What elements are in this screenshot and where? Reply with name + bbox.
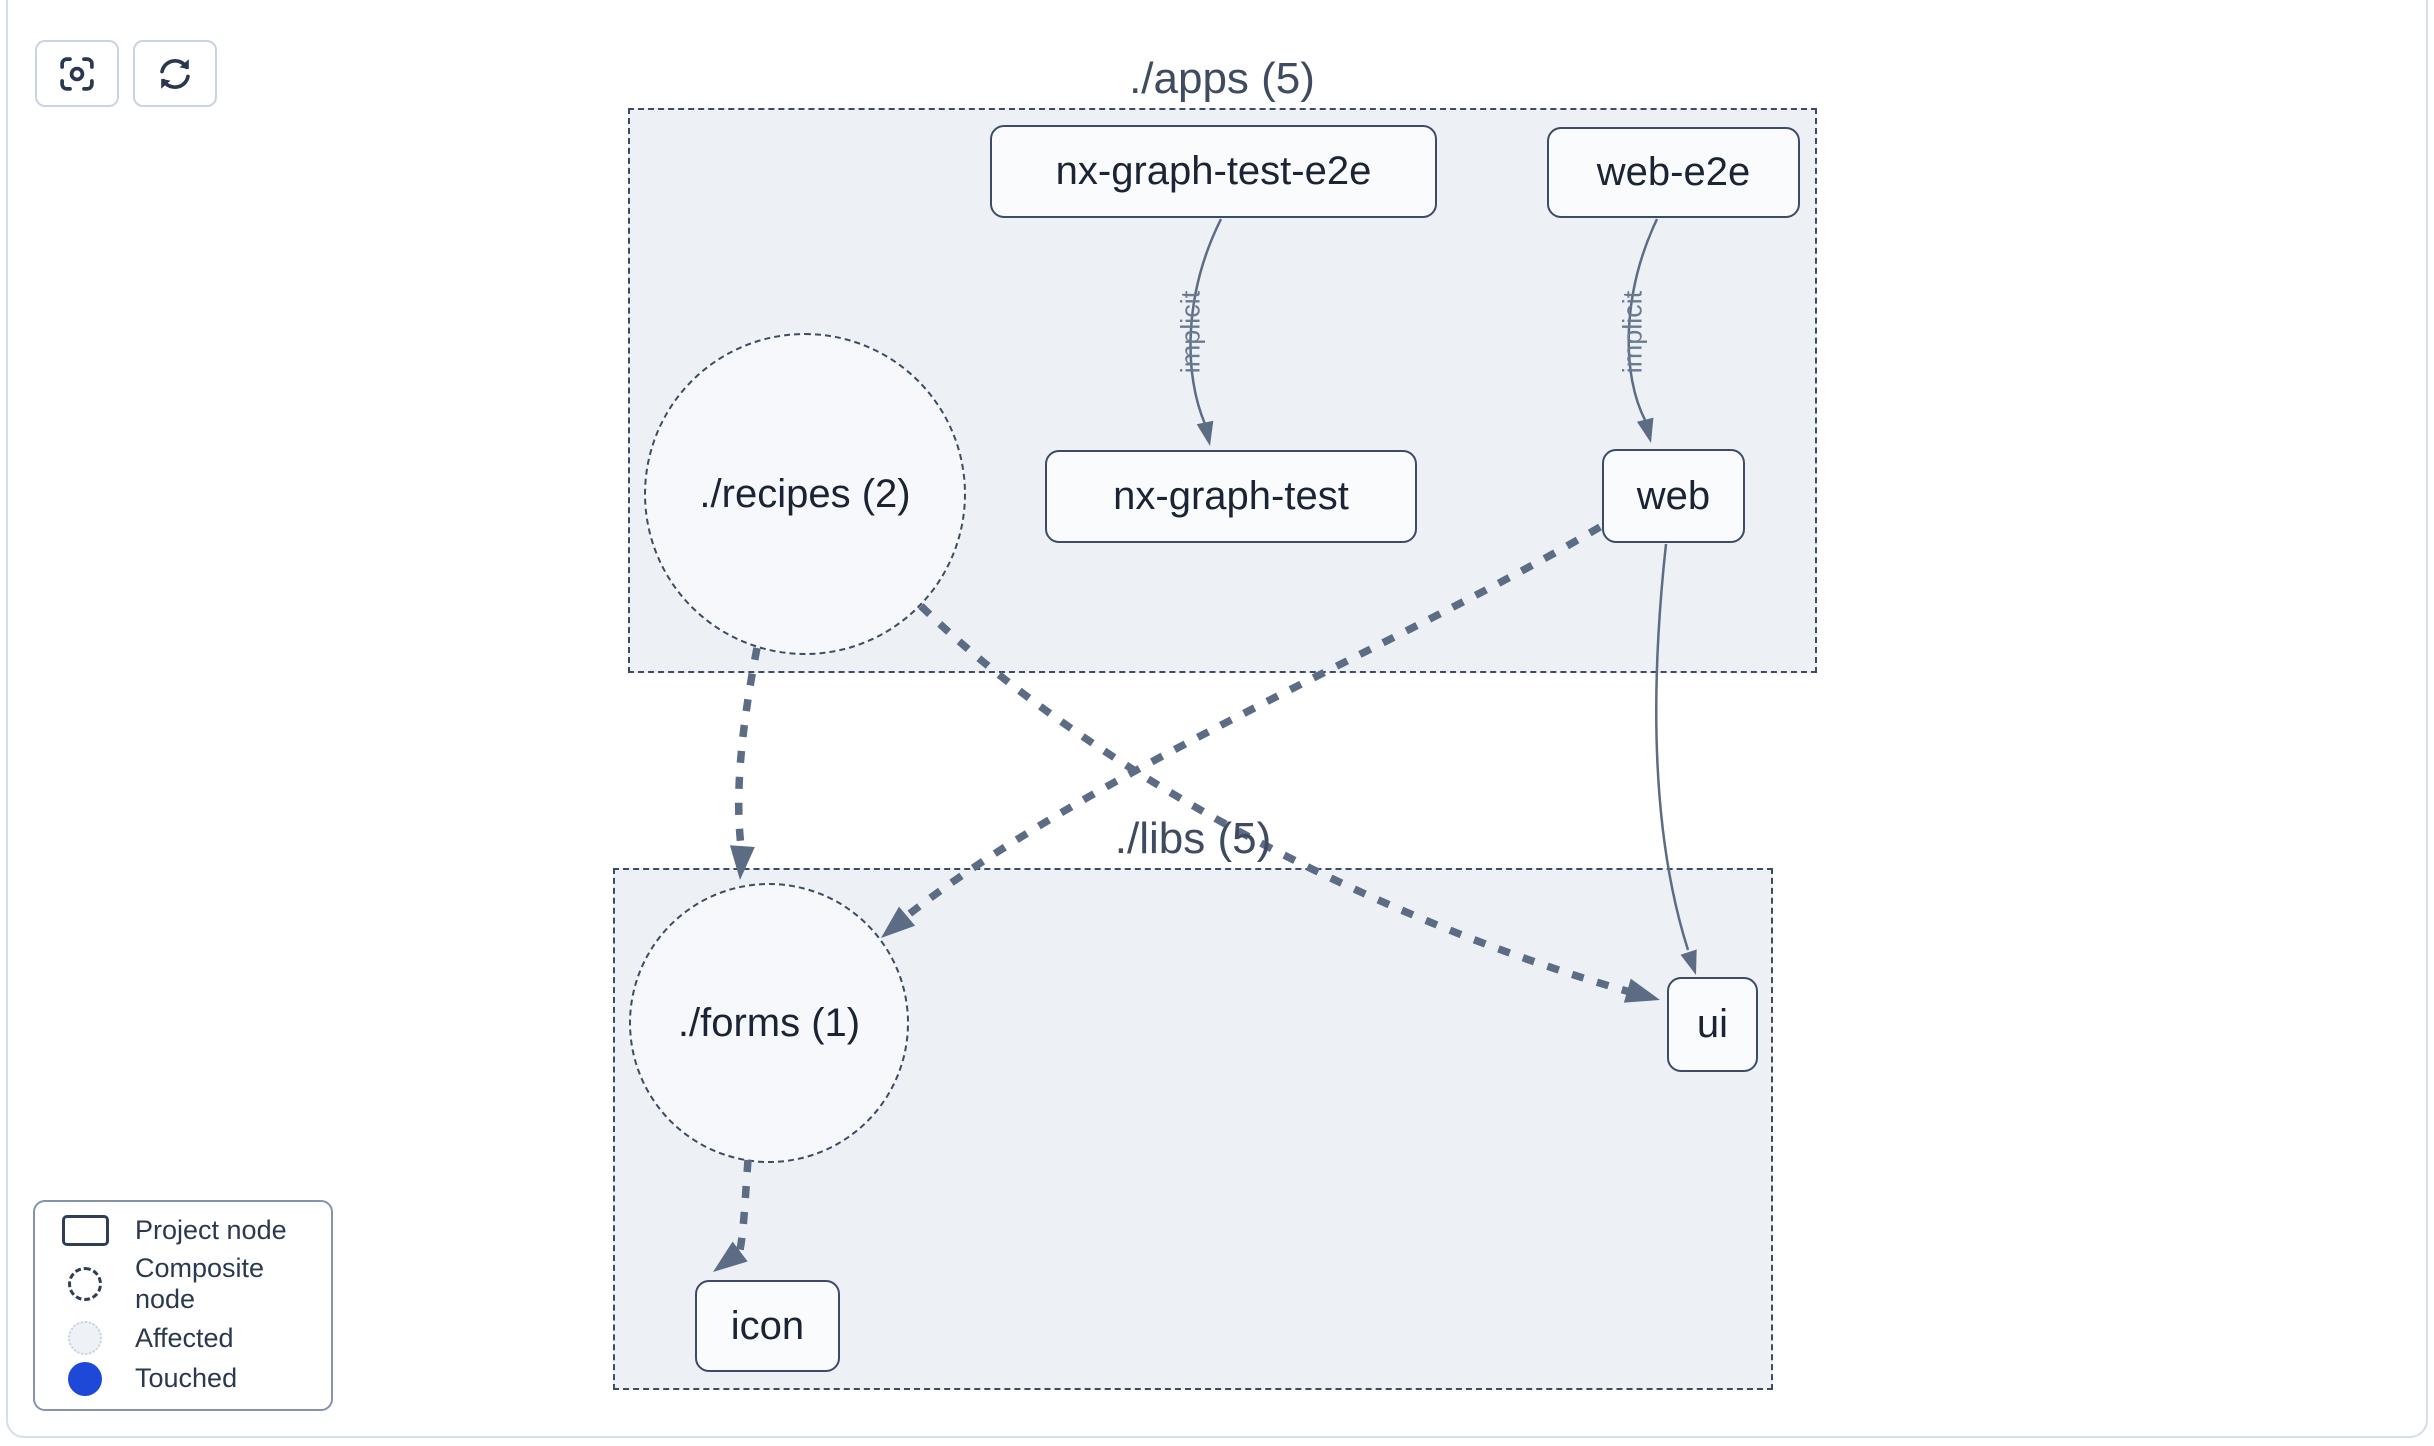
cluster-apps-title: ./apps (5) — [1129, 54, 1315, 103]
focus-center-icon — [60, 56, 94, 91]
edge-web-e2e-to-web — [1627, 218, 1659, 421]
edge-web-to-ui — [1655, 543, 1690, 951]
legend-label-project-node: Project node — [135, 1215, 287, 1246]
arrowhead-forms-right — [881, 906, 916, 938]
project-node-ui-label: ui — [1696, 1002, 1729, 1046]
legend-item-affected: Affected — [35, 1321, 331, 1356]
edge-label-implicit-nx-graph-test: implicit — [1175, 290, 1206, 374]
arrowhead-web — [1636, 417, 1654, 443]
arrowhead-icon — [713, 1241, 748, 1272]
touched-swatch-icon — [68, 1361, 102, 1396]
refresh-icon — [160, 58, 190, 89]
legend-item-touched: Touched — [35, 1361, 331, 1396]
edge-web-to-forms — [905, 523, 1602, 918]
arrowhead-nx-graph-test — [1196, 420, 1214, 446]
project-node-nx-graph-test-e2e-label: nx-graph-test-e2e — [1055, 149, 1372, 193]
legend-item-composite-node: Composite node — [35, 1253, 331, 1315]
project-node-nx-graph-test-label: nx-graph-test — [1113, 474, 1349, 518]
edge-recipes-to-forms — [734, 647, 761, 847]
project-node-ui[interactable]: ui — [1667, 977, 1758, 1072]
arrowhead-ui-thick — [1623, 978, 1660, 1003]
project-node-web-e2e-label: web-e2e — [1596, 150, 1751, 194]
refresh-button[interactable] — [133, 40, 217, 107]
project-node-web-e2e[interactable]: web-e2e — [1547, 127, 1800, 218]
legend-label-affected: Affected — [135, 1322, 234, 1353]
edge-forms-to-icon — [736, 1159, 752, 1251]
project-node-nx-graph-test-e2e[interactable]: nx-graph-test-e2e — [990, 125, 1437, 218]
project-node-icon[interactable]: icon — [695, 1280, 840, 1372]
arrowhead-forms-top — [729, 845, 755, 880]
composite-node-forms-label: ./forms (1) — [677, 1000, 861, 1045]
project-node-nx-graph-test[interactable]: nx-graph-test — [1045, 450, 1417, 543]
composite-node-swatch-icon — [68, 1266, 102, 1301]
project-node-icon-label: icon — [730, 1303, 805, 1348]
edge-nx-graph-test-e2e-to-nx-graph-test — [1189, 218, 1223, 425]
legend-panel: Project node Composite node Affected Tou… — [33, 1200, 333, 1411]
arrowhead-ui-thin — [1680, 949, 1697, 975]
composite-node-recipes[interactable]: ./recipes (2) — [644, 333, 966, 655]
project-node-web[interactable]: web — [1602, 449, 1745, 543]
composite-node-recipes-label: ./recipes (2) — [699, 471, 911, 516]
composite-node-forms[interactable]: ./forms (1) — [629, 883, 909, 1163]
project-node-swatch-icon — [61, 1215, 109, 1247]
focus-button[interactable] — [35, 40, 119, 107]
legend-item-project-node: Project node — [35, 1215, 331, 1247]
affected-swatch-icon — [68, 1321, 102, 1356]
legend-label-touched: Touched — [135, 1363, 238, 1394]
project-node-web-label: web — [1636, 473, 1711, 518]
cluster-libs-title: ./libs (5) — [1114, 814, 1272, 863]
legend-label-composite-node: Composite node — [135, 1252, 265, 1314]
edge-recipes-to-ui — [918, 603, 1632, 996]
edge-label-implicit-web: implicit — [1617, 290, 1648, 374]
